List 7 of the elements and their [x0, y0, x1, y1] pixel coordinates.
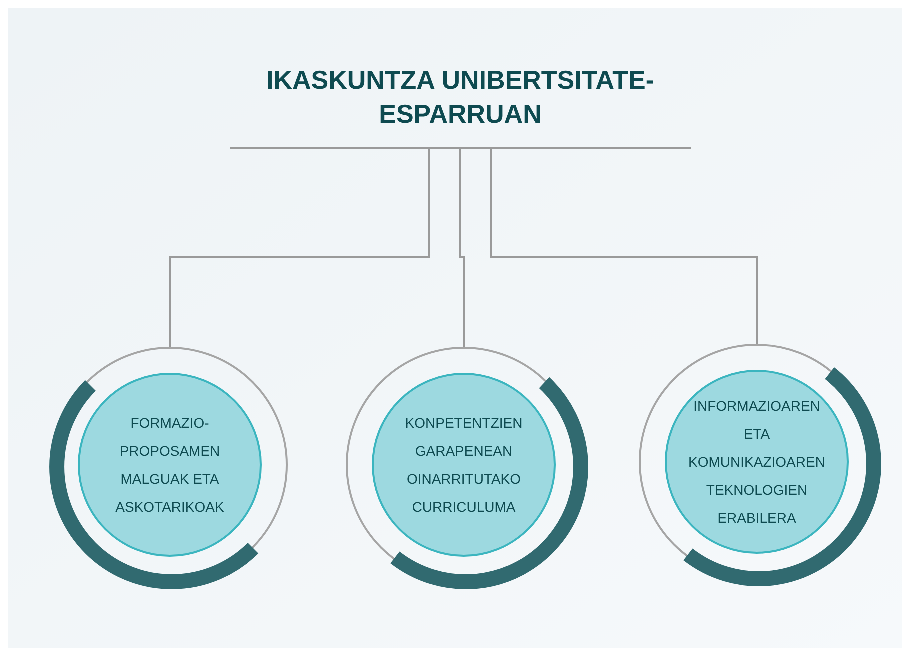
connector-line — [460, 149, 465, 348]
title-text: IKASKUNTZA UNIBERTSITATE-ESPARRUAN — [265, 64, 656, 130]
node-text: INFORMAZIOAREN ETA KOMUNIKAZIOAREN TEKNOLOGIEN ERABILERA — [688, 397, 826, 528]
connector-line — [490, 149, 758, 345]
node-text: KONPETENTZIEN GARAPENEAN OINARRITUTAKO CURRICULUMA — [404, 414, 524, 517]
connector-line — [169, 149, 430, 348]
node-text: FORMAZIO-PROPOSAMEN MALGUAK ETA ASKOTARIKOAK — [114, 414, 226, 517]
